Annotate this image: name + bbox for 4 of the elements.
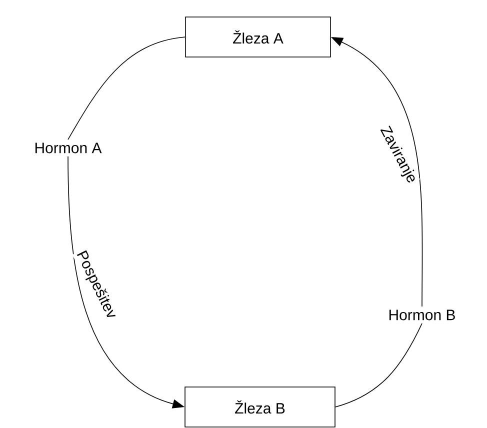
gland-box: Žleza B: [184, 386, 336, 428]
hormone-label: Hormon A: [35, 142, 102, 154]
hormone-label: Hormon B: [389, 310, 455, 320]
gland-box: Žleza A: [185, 16, 331, 58]
